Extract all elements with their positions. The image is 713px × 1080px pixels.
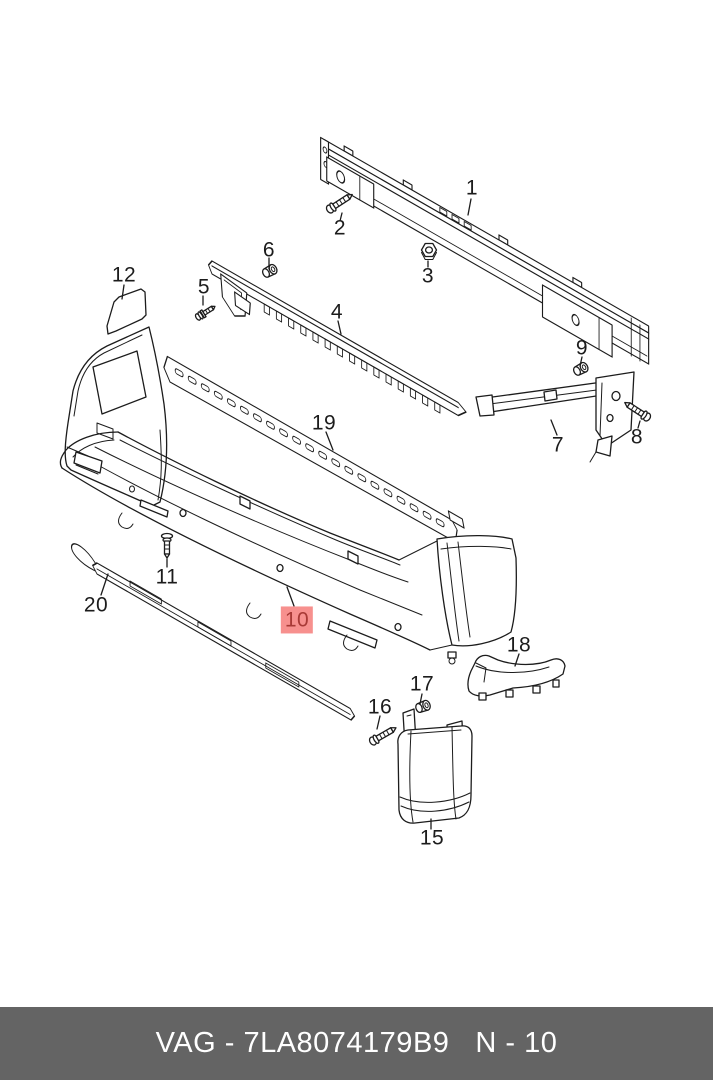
part-callout-7[interactable]: 7 (551, 433, 565, 457)
part-callout-9[interactable]: 9 (575, 336, 589, 360)
part-callout-5[interactable]: 5 (197, 275, 211, 299)
part-9-spacer (572, 361, 589, 376)
part-5-rivet (194, 305, 216, 321)
part-18-guide-bracket (467, 654, 566, 701)
part-callout-2[interactable]: 2 (333, 216, 347, 240)
part-12-cover-plate (106, 288, 147, 335)
page-reference: N - 10 (475, 1027, 558, 1059)
part-callout-11[interactable]: 11 (155, 565, 179, 589)
catalog-code: VAG - 7LA8074179B9 (155, 1027, 450, 1059)
part-callout-20[interactable]: 20 (83, 593, 109, 617)
part-2-screw (325, 193, 353, 214)
part-17-spacer (415, 699, 431, 714)
part-1-impact-bar (320, 136, 650, 365)
part-4-trim-rail (207, 260, 467, 417)
footer-bar: VAG - 7LA8074179B9 N - 10 (0, 1007, 713, 1080)
part-callout-15[interactable]: 15 (419, 826, 445, 850)
part-callout-8[interactable]: 8 (630, 425, 644, 449)
part-callout-19[interactable]: 19 (311, 411, 337, 435)
part-callout-18[interactable]: 18 (506, 633, 532, 657)
part-callout-1[interactable]: 1 (465, 176, 479, 200)
part-7-side-bracket (475, 371, 635, 463)
part-callout-3[interactable]: 3 (421, 264, 435, 288)
part-8-screw (624, 401, 652, 422)
part-10-bumper-cover (59, 431, 517, 665)
part-19-step-pad (163, 355, 465, 543)
part-11-rivet (160, 532, 174, 559)
part-3-nut (420, 242, 438, 260)
part-20-lower-strip (71, 543, 356, 721)
part-callout-17[interactable]: 17 (409, 672, 435, 696)
part-callout-4[interactable]: 4 (330, 300, 344, 324)
part-6-spacer (261, 263, 278, 278)
leader-lines (100, 198, 641, 830)
part-callout-6[interactable]: 6 (262, 238, 276, 262)
part-callout-16[interactable]: 16 (367, 695, 393, 719)
part-callout-12[interactable]: 12 (111, 263, 137, 287)
part-15-cover (397, 708, 473, 824)
part-16-screw (368, 727, 397, 746)
part-callout-10-highlighted[interactable]: 10 (280, 606, 314, 634)
